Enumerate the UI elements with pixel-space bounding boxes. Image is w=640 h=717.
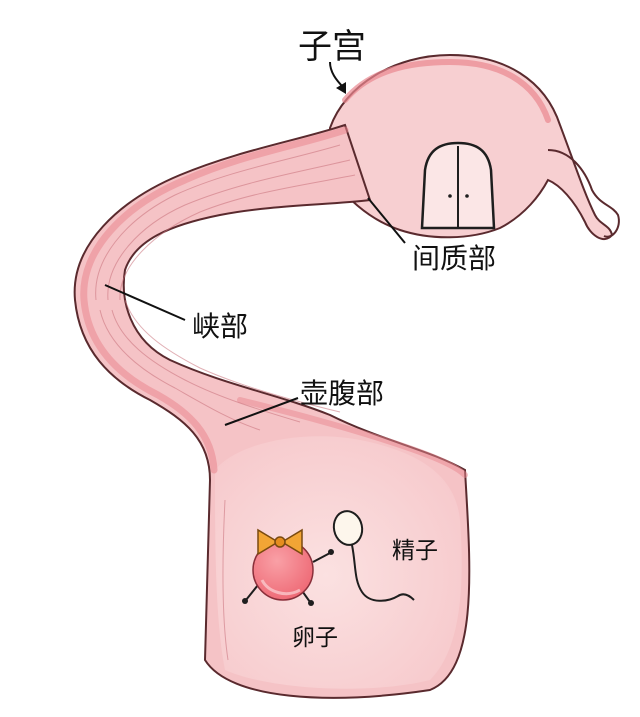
uterus-label: 子宫 [298,27,366,67]
egg-cell [242,539,334,606]
egg-bow [257,528,303,556]
tube-fibers [95,144,356,661]
uterus-arrow-head [336,82,346,94]
sperm-cell [332,510,415,602]
fimbria-curl [547,149,620,238]
tube-edge-highlight-lower [237,397,468,478]
tube-edge-highlight [80,126,349,474]
cervix-dot-left [448,194,452,198]
isthmus-pointer [104,284,186,321]
sperm-label: 精子 [392,538,438,564]
ampulla-inner [215,436,462,689]
isthmus-label: 峡部 [192,310,249,343]
interstitial-pointer [367,197,406,244]
uterus-rim-highlight [342,58,551,123]
ampulla-pointer [224,397,299,426]
ampulla-label: 壶腹部 [300,377,385,410]
cervix-dot-right [465,194,469,198]
interstitial-label: 间质部 [412,242,497,275]
egg-label: 卵子 [292,625,338,651]
